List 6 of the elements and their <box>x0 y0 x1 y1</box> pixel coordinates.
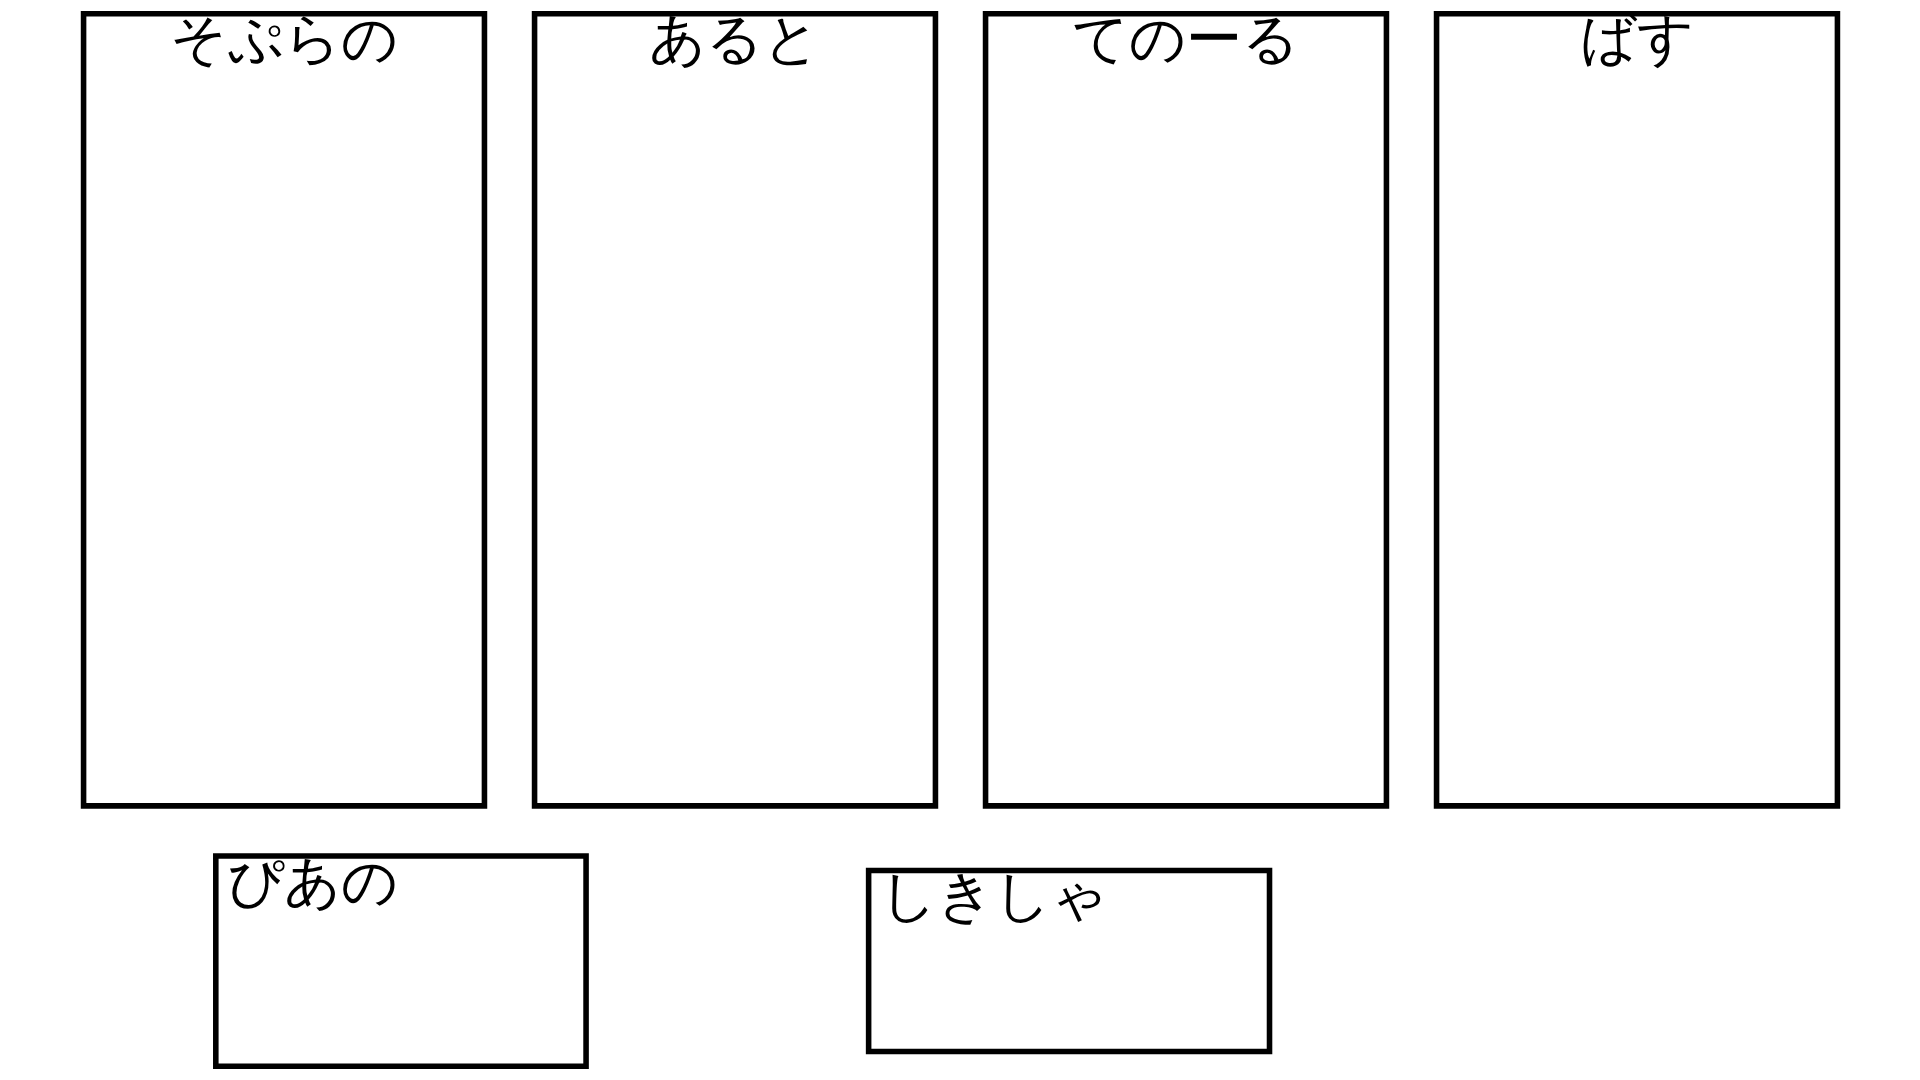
node-box: そぷらの <box>80 11 487 809</box>
node-box: あると <box>531 11 938 809</box>
node-box: てのーる <box>982 11 1389 809</box>
node-box: しきしゃ <box>865 867 1272 1055</box>
node-box: ばす <box>1433 11 1840 809</box>
node-box: ぴあの <box>212 853 589 1069</box>
